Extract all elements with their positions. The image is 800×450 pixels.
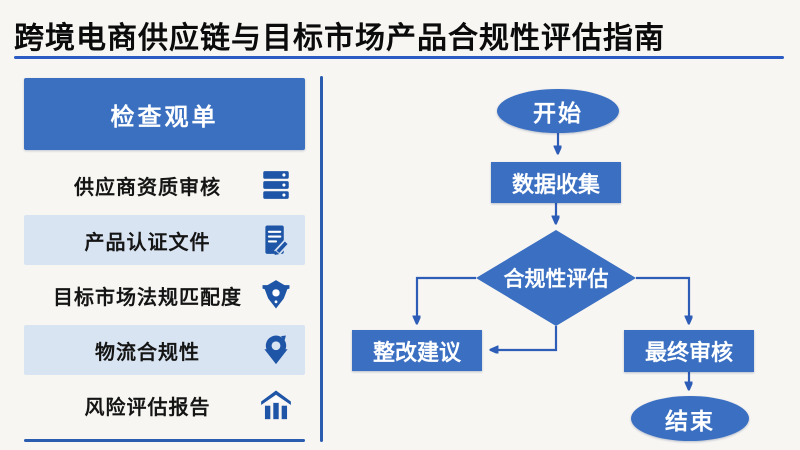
checklist-item-regulation: 目标市场法规匹配度 — [24, 270, 305, 320]
flow-node-collect: 数据收集 — [491, 162, 621, 203]
checklist-panel: 检查观单 供应商资质审核 产品认证 — [24, 78, 305, 442]
flow-node-start: 开始 — [497, 89, 619, 133]
flow-node-end: 结束 — [631, 396, 749, 441]
server-icon — [257, 166, 295, 204]
pen-nib-icon — [257, 276, 295, 314]
checklist-item-label: 产品认证文件 — [84, 231, 211, 254]
checklist-item-supplier: 供应商资质审核 — [24, 160, 305, 210]
page-title: 跨境电商供应链与目标市场产品合规性评估指南 — [14, 22, 665, 55]
location-pin-icon — [257, 331, 295, 369]
checklist-item-label: 目标市场法规匹配度 — [53, 286, 242, 309]
checklist-item-certification: 产品认证文件 — [24, 215, 305, 265]
warehouse-chart-icon — [257, 386, 295, 424]
flow-node-final: 最终审核 — [624, 330, 754, 372]
checklist-item-label: 供应商资质审核 — [74, 176, 221, 199]
checklist-item-label: 风险评估报告 — [84, 396, 211, 419]
vertical-divider — [320, 76, 323, 442]
checklist-item-logistics: 物流合规性 — [24, 325, 305, 375]
sidebar-bottom-line — [24, 439, 305, 442]
checklist-item-risk: 风险评估报告 — [24, 380, 305, 430]
document-edit-icon — [257, 221, 295, 259]
flow-node-rectify: 整改建议 — [352, 330, 482, 371]
title-underline — [14, 56, 784, 59]
checklist-item-label: 物流合规性 — [95, 341, 200, 364]
checklist-header: 检查观单 — [24, 78, 305, 150]
flow-node-assess: 合规性评估 — [476, 230, 636, 326]
